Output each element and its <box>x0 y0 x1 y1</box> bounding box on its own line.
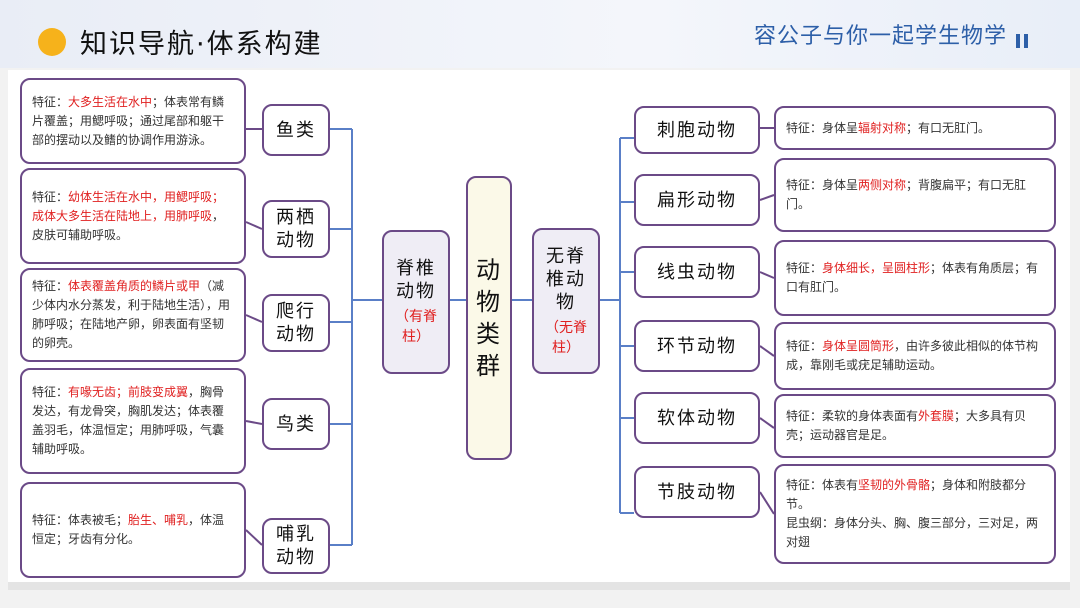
node-arthropod-label: 节肢动物 <box>657 481 737 503</box>
bottom-strip <box>8 582 1070 590</box>
vertebrate-note: （有脊柱） <box>395 309 437 345</box>
highlight-text: 大多生活在水中 <box>68 94 153 109</box>
highlight-text: 外套膜 <box>918 409 955 423</box>
mollusk-description: 特征：柔软的身体表面有外套膜；大多具有贝壳；运动器官是足。 <box>774 394 1056 458</box>
node-mollusk-label: 软体动物 <box>657 407 737 429</box>
description-text: ，体温恒定；牙齿有分化。 <box>32 513 225 546</box>
node-bird[interactable]: 鸟类 <box>262 398 330 450</box>
cnidaria-description: 特征：身体呈辐射对称；有口无肛门。 <box>774 106 1056 150</box>
vertebrate-label: 脊椎动物 <box>396 258 436 302</box>
node-reptile-label: 爬行动物 <box>276 301 316 345</box>
description-text: ；体表有角质层；有口有肛门。 <box>786 261 1039 294</box>
node-animal-groups[interactable]: 动物类群 <box>466 176 512 460</box>
description-text: 特征：体表有 <box>786 478 859 492</box>
node-mammal[interactable]: 哺乳动物 <box>262 518 330 574</box>
description-text: 特征：体表被毛； <box>32 513 129 527</box>
node-nematode[interactable]: 线虫动物 <box>634 246 760 298</box>
node-mollusk[interactable]: 软体动物 <box>634 392 760 444</box>
node-annelid[interactable]: 环节动物 <box>634 320 760 372</box>
page-title: 知识导航·体系构建 <box>80 29 323 60</box>
brand-text: 容公子与你一起学生物学 <box>754 24 1008 49</box>
description-text: 特征： <box>32 385 69 399</box>
node-invertebrate[interactable]: 无脊椎动物 （无脊柱） <box>532 228 600 374</box>
node-arthropod[interactable]: 节肢动物 <box>634 466 760 518</box>
brand-logo-icon <box>1016 34 1028 48</box>
node-flatworm-label: 扁形动物 <box>657 189 737 211</box>
description-text: 特征： <box>32 94 69 109</box>
mammal-description: 特征：体表被毛；胎生、哺乳，体温恒定；牙齿有分化。 <box>20 482 246 578</box>
description-text: 特征：身体呈 <box>786 178 859 192</box>
description-text: ，胸骨发达，有龙骨突，胸肌发达；体表覆盖羽毛，体温恒定；用肺呼吸，气囊辅助呼吸。 <box>32 385 225 456</box>
description-text: 特征：柔软的身体表面有 <box>786 409 919 423</box>
node-vertebrate[interactable]: 脊椎动物 （有脊柱） <box>382 230 450 374</box>
highlight-text: 两侧对称 <box>858 178 907 192</box>
highlight-text: 有喙无齿；前肢变成翼 <box>68 385 189 399</box>
node-cnidaria-label: 刺胞动物 <box>657 119 737 141</box>
description-text: 特征： <box>786 261 823 275</box>
highlight-text: 辐射对称 <box>858 120 907 135</box>
header-bar: 知识导航·体系构建 容公子与你一起学生物学 <box>0 0 1080 68</box>
description-text: 特征：身体呈 <box>786 120 859 135</box>
highlight-text: 身体细长，呈圆柱形 <box>822 261 931 275</box>
node-bird-label: 鸟类 <box>276 413 316 435</box>
description-text: ，皮肤可辅助呼吸。 <box>32 208 225 242</box>
node-cnidaria[interactable]: 刺胞动物 <box>634 106 760 154</box>
description-text: ；背腹扁平；有口无肛门。 <box>786 178 1027 211</box>
node-fish[interactable]: 鱼类 <box>262 104 330 156</box>
node-amphibian-label: 两栖动物 <box>276 207 316 251</box>
center-label: 动物类群 <box>476 256 502 380</box>
highlight-text: 体表覆盖角质的鳞片或甲 <box>68 279 201 293</box>
node-flatworm[interactable]: 扁形动物 <box>634 174 760 226</box>
node-nematode-label: 线虫动物 <box>657 261 737 283</box>
highlight-text: 身体呈圆筒形 <box>822 339 895 353</box>
description-text: 昆虫纲：身体分头、胸、腹三部分，三对足，两对翅 <box>786 516 1039 549</box>
node-fish-label: 鱼类 <box>276 119 316 141</box>
description-text: ；大多具有贝壳；运动器官是足。 <box>786 409 1027 442</box>
description-text: （减少体内水分蒸发，利于陆地生活），用肺呼吸；在陆地产卵，卵表面有坚韧的卵壳。 <box>32 279 231 350</box>
fish-description: 特征：大多生活在水中；体表常有鳞片覆盖；用鳃呼吸；通过尾部和躯干部的摆动以及鳍的… <box>20 78 246 164</box>
bird-description: 特征：有喙无齿；前肢变成翼，胸骨发达，有龙骨突，胸肌发达；体表覆盖羽毛，体温恒定… <box>20 368 246 474</box>
description-text: ；有口无肛门。 <box>906 120 991 135</box>
description-text: 特征： <box>786 339 823 353</box>
highlight-text: 幼体生活在水中，用鳃呼吸；成体大多生活在陆地上，用肺呼吸 <box>32 189 225 223</box>
nematode-description: 特征：身体细长，呈圆柱形；体表有角质层；有口有肛门。 <box>774 240 1056 316</box>
node-mammal-label: 哺乳动物 <box>276 524 316 568</box>
arthropod-description: 特征：体表有坚韧的外骨骼；身体和附肢都分节。昆虫纲：身体分头、胸、腹三部分，三对… <box>774 464 1056 564</box>
flatworm-description: 特征：身体呈两侧对称；背腹扁平；有口无肛门。 <box>774 158 1056 232</box>
highlight-text: 坚韧的外骨骼 <box>858 478 931 492</box>
description-text: 特征： <box>32 279 69 293</box>
invertebrate-note: （无脊柱） <box>545 319 587 356</box>
node-annelid-label: 环节动物 <box>657 335 737 357</box>
invertebrate-label: 无脊椎动物 <box>546 245 586 313</box>
description-text: ；身体和附肢都分节。 <box>786 478 1027 511</box>
description-text: ；体表常有鳞片覆盖；用鳃呼吸；通过尾部和躯干部的摆动以及鳍的协调作用游泳。 <box>32 94 225 147</box>
node-amphibian[interactable]: 两栖动物 <box>262 200 330 258</box>
annelid-description: 特征：身体呈圆筒形，由许多彼此相似的体节构成，靠刚毛或疣足辅助运动。 <box>774 322 1056 390</box>
reptile-description: 特征：体表覆盖角质的鳞片或甲（减少体内水分蒸发，利于陆地生活），用肺呼吸；在陆地… <box>20 268 246 362</box>
title-bullet-icon <box>38 28 66 56</box>
highlight-text: 胎生、哺乳 <box>128 513 189 527</box>
node-reptile[interactable]: 爬行动物 <box>262 294 330 352</box>
description-text: 特征： <box>32 189 69 204</box>
amphibian-description: 特征：幼体生活在水中，用鳃呼吸；成体大多生活在陆地上，用肺呼吸，皮肤可辅助呼吸。 <box>20 168 246 264</box>
description-text: ，由许多彼此相似的体节构成，靠刚毛或疣足辅助运动。 <box>786 339 1039 372</box>
